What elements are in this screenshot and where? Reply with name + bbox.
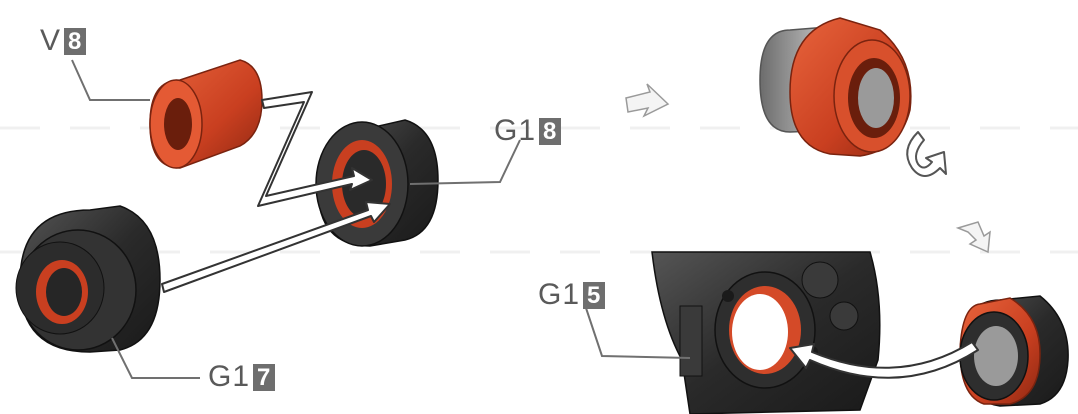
label-v8-prefix: V bbox=[40, 26, 61, 56]
insert-arrow-long bbox=[162, 202, 390, 292]
label-g15: G1 5 bbox=[538, 280, 605, 310]
label-v8-number: 8 bbox=[64, 28, 86, 55]
part-g15-housing bbox=[652, 252, 880, 414]
step-arrow-right bbox=[626, 84, 668, 116]
label-g18-prefix: G1 bbox=[494, 116, 536, 146]
label-g15-number: 5 bbox=[583, 282, 605, 309]
step-arrow-down bbox=[958, 222, 990, 252]
part-v8-sleeve bbox=[150, 60, 262, 168]
label-g18: G1 8 bbox=[494, 116, 561, 146]
part-g17-adapter bbox=[16, 206, 160, 352]
label-v8: V 8 bbox=[40, 26, 86, 56]
part-assembled-top bbox=[760, 18, 911, 156]
rotate-arrow bbox=[907, 132, 946, 176]
leader-v8 bbox=[72, 60, 150, 100]
label-g17: G1 7 bbox=[208, 362, 275, 392]
label-g18-number: 8 bbox=[539, 118, 561, 145]
label-g17-number: 7 bbox=[253, 364, 275, 391]
label-g15-prefix: G1 bbox=[538, 280, 580, 310]
label-g17-prefix: G1 bbox=[208, 362, 250, 392]
